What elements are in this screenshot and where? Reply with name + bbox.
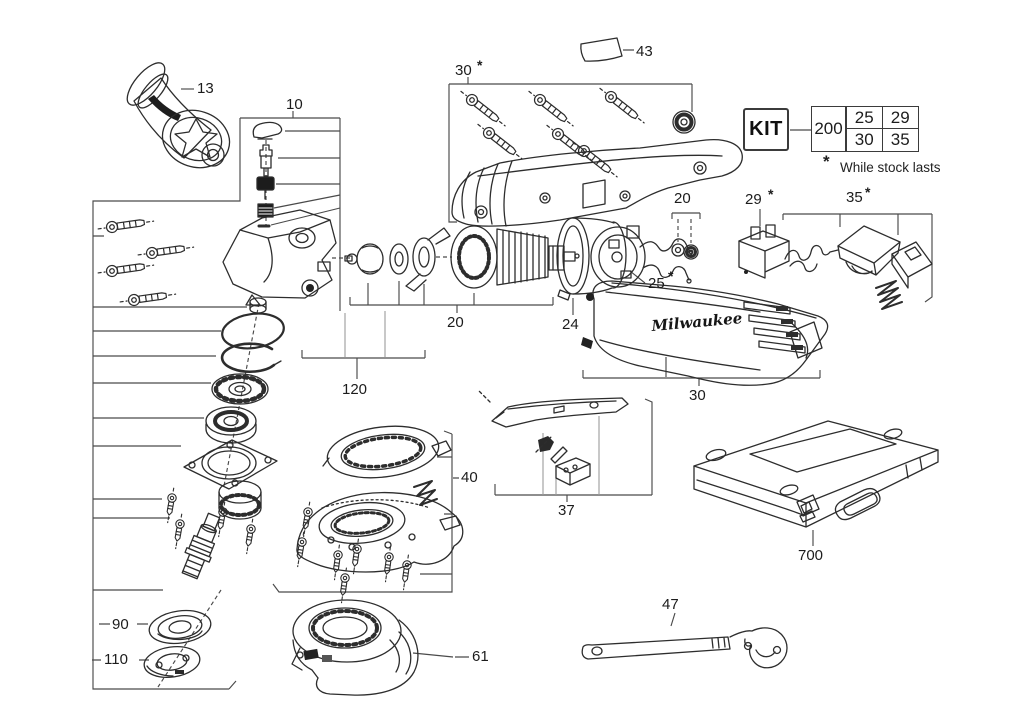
brand-logo-text: Milwaukee bbox=[650, 309, 743, 335]
callout-slider-group: 37 bbox=[558, 502, 575, 519]
kit-badge: KIT bbox=[743, 108, 789, 151]
spindle-drawing bbox=[181, 512, 221, 580]
callout-switch-button: 29 bbox=[745, 191, 762, 208]
inner-flange-drawing bbox=[148, 609, 212, 645]
slider-group-drawing bbox=[477, 389, 629, 486]
callout-brush-plate-star: * bbox=[668, 268, 674, 284]
callout-side-handle: 13 bbox=[197, 80, 214, 97]
callout-brackets bbox=[92, 49, 933, 690]
spindle-lock-parts-drawing bbox=[252, 121, 283, 228]
armature-group-drawing bbox=[344, 225, 580, 292]
callout-inner-flange: 90 bbox=[112, 616, 129, 633]
pin-spanner-drawing bbox=[581, 627, 788, 669]
callout-carry-case: 700 bbox=[798, 547, 824, 564]
callout-switch-button-star: * bbox=[768, 186, 774, 202]
callout-field-sleeve: 24 bbox=[562, 316, 579, 333]
housing-screws-drawing bbox=[456, 83, 696, 182]
kit-cell-top-right: 29 bbox=[882, 107, 918, 129]
kit-cell-bottom-left: 30 bbox=[847, 129, 883, 151]
gear-train-column-drawing bbox=[162, 312, 315, 568]
callout-electronics-kit-star: * bbox=[865, 184, 871, 200]
washer-set-drawing bbox=[671, 243, 699, 260]
motor-housing-half-drawing bbox=[451, 138, 743, 227]
motor-body-drawing: Milwaukee bbox=[581, 280, 829, 386]
gearcase-screws-drawing bbox=[96, 215, 196, 309]
guard-adjust-kit-drawing bbox=[296, 425, 464, 604]
callout-brush-plate: 25 bbox=[648, 275, 665, 292]
callout-housing-screws: 30 bbox=[455, 62, 472, 79]
callout-gearcase-group: 10 bbox=[286, 96, 303, 113]
side-handle-drawing bbox=[126, 62, 231, 169]
footnote-star: * bbox=[823, 152, 830, 171]
callout-washer-set: 20 bbox=[674, 190, 691, 207]
callout-guard-adjust-kit: 40 bbox=[461, 469, 478, 486]
callout-pin-spanner: 47 bbox=[662, 596, 679, 613]
kit-parts-table: 25 29 30 35 bbox=[846, 106, 919, 152]
wheel-guard-drawing bbox=[291, 599, 419, 696]
callout-electronics-kit: 35 bbox=[846, 189, 863, 206]
switch-button-drawing bbox=[738, 224, 790, 279]
footnote-text: While stock lasts bbox=[840, 160, 941, 175]
carry-case-drawing bbox=[693, 420, 939, 528]
callout-flange-nut: 110 bbox=[104, 651, 128, 668]
kit-cell-top-left: 25 bbox=[847, 107, 883, 129]
gearcase-housing-drawing bbox=[222, 209, 337, 314]
handle-logo-mark bbox=[148, 95, 181, 121]
field-sleeve-drawing bbox=[556, 217, 627, 301]
kit-cell-bottom-right: 35 bbox=[890, 130, 910, 149]
brush-plate-drawing bbox=[590, 225, 693, 288]
callout-armature-group: 20 bbox=[447, 314, 464, 331]
kit-number-cell: 200 bbox=[811, 106, 846, 152]
nameplate-drawing bbox=[580, 37, 623, 62]
callout-housing-screws-star: * bbox=[477, 57, 483, 73]
flange-nut-drawing bbox=[143, 645, 201, 679]
callout-bearing-kit: 120 bbox=[342, 381, 368, 398]
electronics-kit-drawing bbox=[784, 225, 933, 310]
callout-motor-housing: 30 bbox=[689, 387, 706, 404]
callout-nameplate: 43 bbox=[636, 43, 653, 60]
callout-wheel-guard: 61 bbox=[472, 648, 489, 665]
